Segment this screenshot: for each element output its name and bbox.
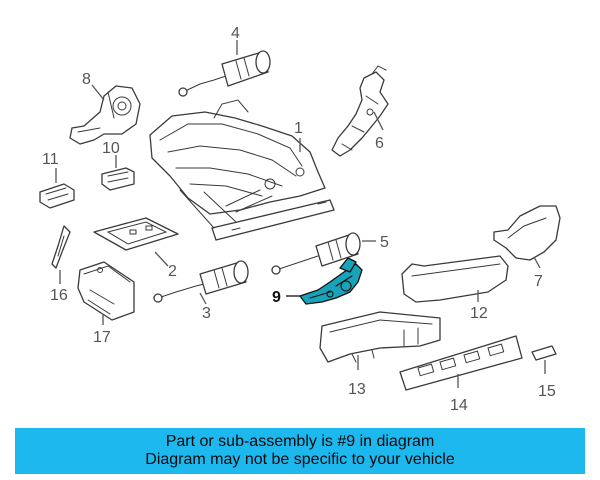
part-15-clip [531,345,557,361]
callout-2: 2 [168,263,177,280]
part-12-trim [401,255,509,303]
banner-line-1: Part or sub-assembly is #9 in diagram [165,433,435,450]
callout-14: 14 [450,397,468,414]
part-17-cover [77,261,135,321]
part-14-rail [399,335,523,391]
part-3-motor [153,260,249,303]
callout-6: 6 [375,135,384,152]
part-6-cable [331,65,389,157]
callout-5: 5 [380,234,389,251]
part-8-bracket [69,85,141,145]
callout-12: 12 [470,305,488,322]
callout-7: 7 [534,273,543,290]
part-13-lower-cover [319,311,441,363]
part-5-motor [271,232,361,275]
callout-1: 1 [294,120,303,137]
part-16-rod [51,225,71,269]
callout-8: 8 [82,71,91,88]
part-10-bracket [101,167,135,191]
info-banner: Part or sub-assembly is #9 in diagram Di… [15,428,585,474]
callout-10: 10 [102,140,120,157]
parts-diagram: 4 8 1 6 11 [39,25,561,414]
callout-17: 17 [93,329,111,346]
part-11-clip [39,183,75,209]
callout-9: 9 [272,289,281,306]
part-2-plate [93,217,179,251]
callout-3: 3 [202,305,211,322]
callout-13: 13 [348,381,366,398]
callout-15: 15 [538,383,556,400]
banner-line-2: Diagram may not be specific to your vehi… [145,451,455,468]
part-1-seat-frame [149,99,335,241]
callout-4: 4 [231,25,240,42]
callout-11: 11 [42,151,59,168]
part-7-side-cover [493,205,561,261]
part-4-motor [178,50,271,97]
part-9-switch-assembly [299,257,363,305]
callout-16: 16 [50,287,68,304]
